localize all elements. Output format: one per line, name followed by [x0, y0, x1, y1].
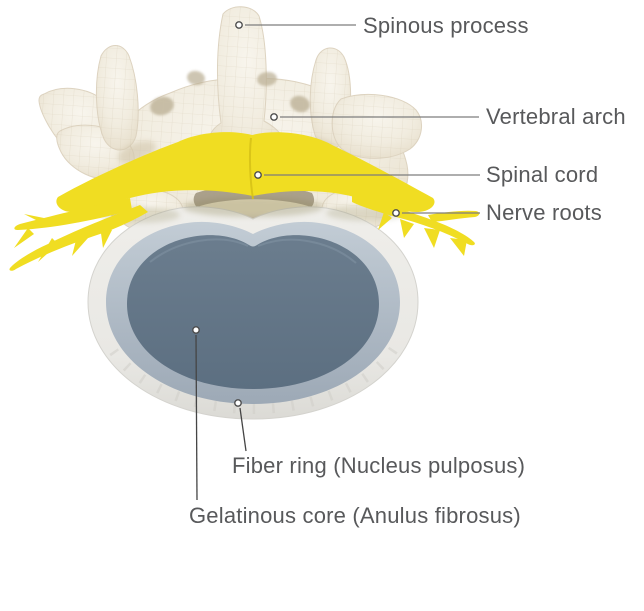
label-gelatinous-core: Gelatinous core (Anulus fibrosus)	[189, 503, 521, 528]
spinal-cord-median-crease	[248, 137, 254, 200]
nerve-roots-left	[9, 198, 148, 271]
spinal-cord-and-nerves	[9, 132, 480, 271]
spinal-cord-shape	[56, 132, 435, 212]
marker-nerve-roots	[392, 209, 400, 217]
label-spinous-process: Spinous process	[363, 13, 529, 38]
marker-fiber-ring	[234, 399, 242, 407]
marker-spinous-process	[235, 21, 243, 29]
label-fiber-ring: Fiber ring (Nucleus pulposus)	[232, 453, 526, 478]
foramen-hole	[187, 70, 205, 86]
marker-gelatinous-core	[192, 326, 200, 334]
marker-spinal-cord	[254, 171, 262, 179]
intervertebral-disc	[87, 206, 419, 420]
gelatinous-core-shape	[127, 235, 379, 389]
label-spinal-cord: Spinal cord	[486, 162, 599, 187]
label-nerve-roots: Nerve roots	[486, 200, 602, 225]
marker-vertebral-arch	[270, 113, 278, 121]
leader-lines	[192, 21, 480, 501]
label-vertebral-arch: Vertebral arch	[486, 104, 626, 129]
fiber-ring-segments	[104, 345, 402, 414]
